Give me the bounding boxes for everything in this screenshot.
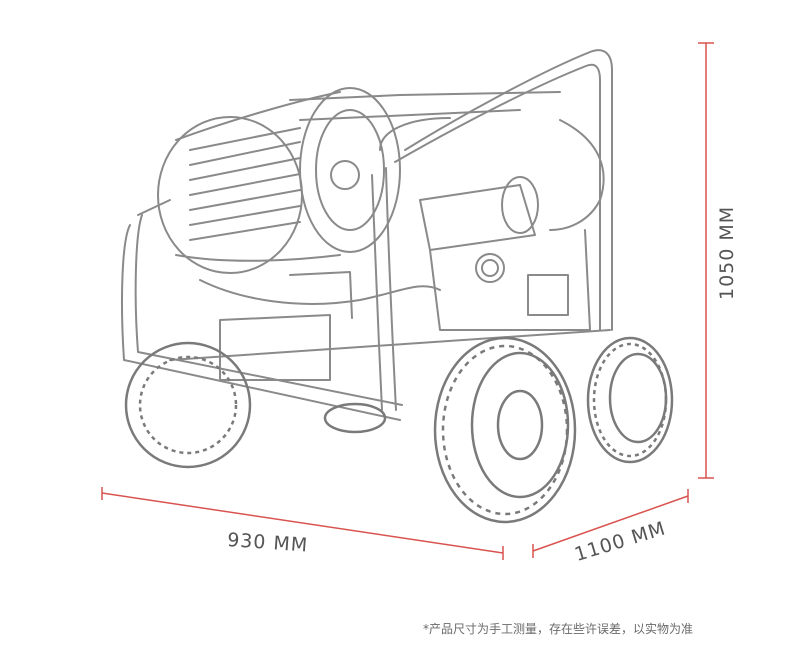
measurement-disclaimer-note: *产品尺寸为手工测量，存在些许误差，以实物为准 xyxy=(423,622,694,636)
width-dimension-line xyxy=(101,487,504,560)
handle-frame-icon xyxy=(404,49,613,331)
rear-left-wheel-icon xyxy=(124,341,252,469)
depth-dimension-line xyxy=(532,489,689,558)
hose-reel-drum-icon xyxy=(157,116,303,274)
front-right-wheel-icon xyxy=(433,336,577,524)
tank-box-icon xyxy=(219,314,331,381)
pump-housing-icon xyxy=(419,184,536,251)
height-dimension-line xyxy=(698,42,714,479)
pressure-gauge-icon xyxy=(475,253,505,283)
height-dimension-label: 1050 MM xyxy=(716,205,738,300)
rear-right-wheel-icon xyxy=(586,336,674,464)
